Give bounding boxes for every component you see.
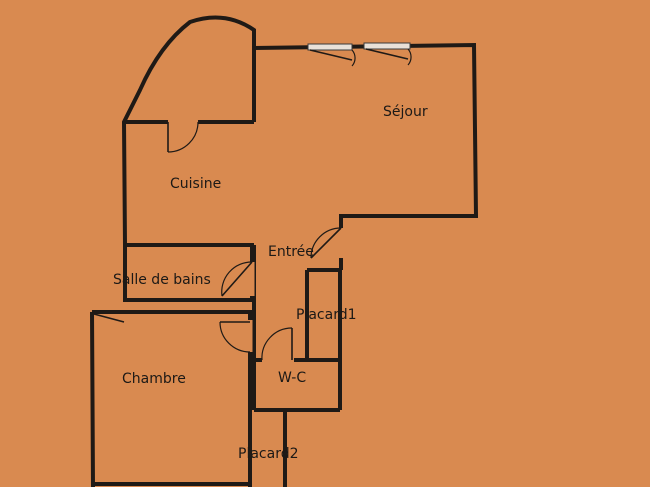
- label-salle-de-bains: Salle de bains: [113, 272, 211, 288]
- kitchen-outer-wall: [121, 15, 256, 246]
- room-labels: Séjour Cuisine Entrée Salle de bains Pla…: [113, 104, 428, 462]
- placard1-walls: [305, 268, 340, 360]
- label-entree: Entrée: [268, 244, 314, 260]
- label-sejour: Séjour: [383, 104, 428, 120]
- entree-door: [310, 227, 342, 259]
- label-cuisine: Cuisine: [170, 176, 221, 192]
- placard2-walls: [248, 410, 287, 487]
- label-wc: W-C: [278, 370, 306, 386]
- label-placard2: Placard2: [238, 446, 299, 462]
- label-chambre: Chambre: [122, 371, 186, 387]
- windows: [307, 42, 412, 67]
- label-placard1: Placard1: [296, 307, 357, 323]
- window-1: [307, 43, 353, 51]
- window-2: [363, 42, 411, 50]
- bathroom-door: [221, 261, 253, 297]
- doors: [93, 119, 344, 363]
